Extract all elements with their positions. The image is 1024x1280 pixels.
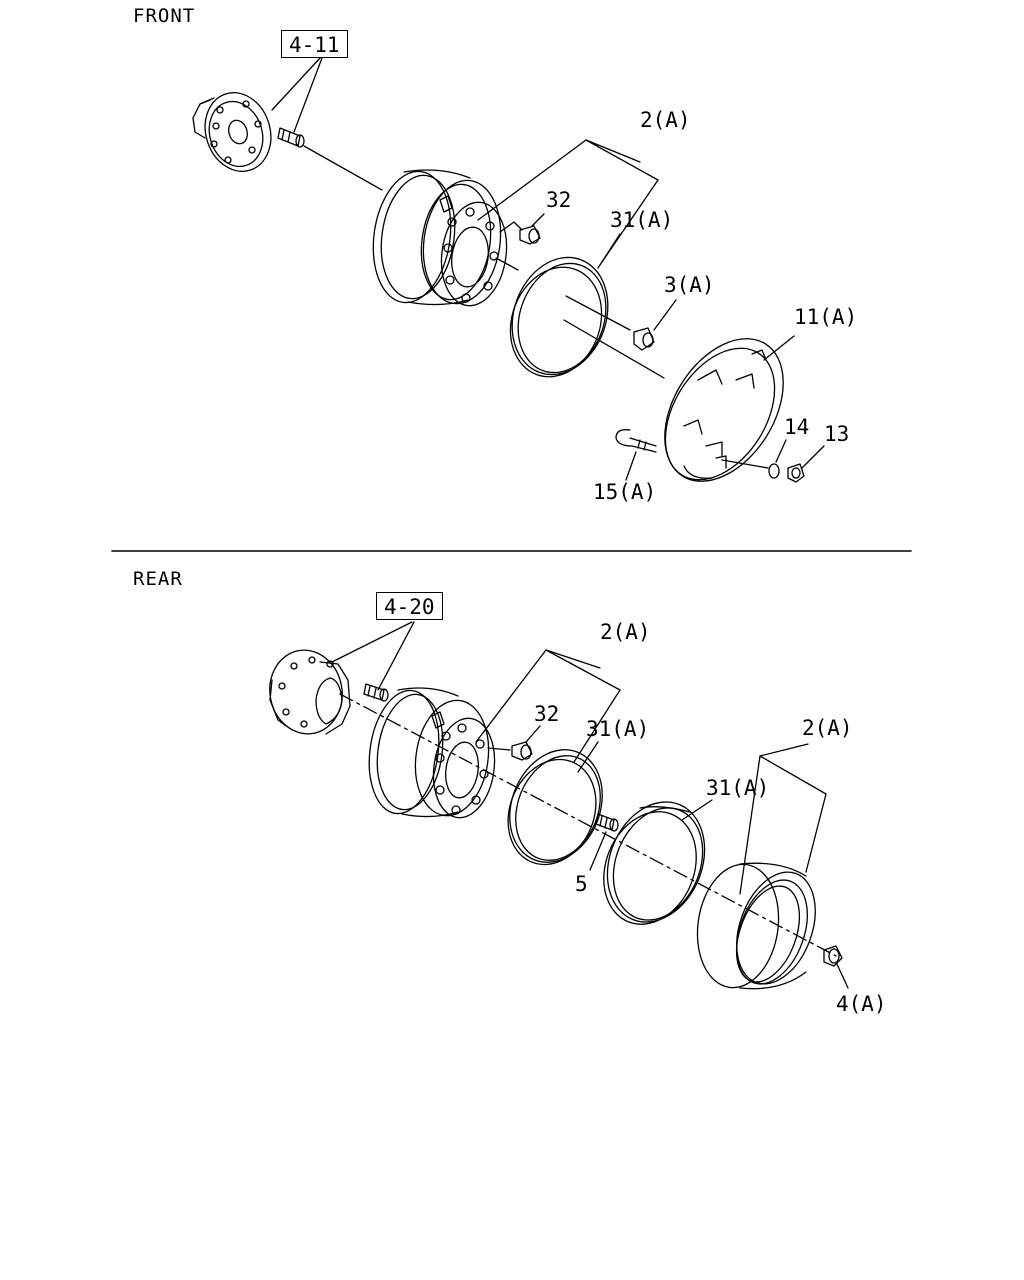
front-callout-13[interactable]: 13 [824,422,850,446]
front-callout-11a[interactable]: 11(A) [794,305,858,329]
rear-stud-5 [596,814,618,831]
rear-nut-4 [824,946,842,966]
front-centerline-a [304,146,382,190]
rear-ref-leaders [332,622,414,690]
rear-callout-inner-31a[interactable]: 31(A) [586,717,650,741]
rear-callout-5[interactable]: 5 [575,872,588,896]
rear-callout-outer-31a[interactable]: 31(A) [706,776,770,800]
front-leaders [478,140,824,480]
rear-callout-4a[interactable]: 4(A) [836,992,887,1016]
front-wheel-cover-11 [640,317,807,502]
front-nut-13 [788,464,804,482]
rear-inner-disc-wheel [362,686,510,822]
front-callout-2a[interactable]: 2(A) [640,108,691,132]
front-callout-14[interactable]: 14 [784,415,810,439]
front-washer-14 [722,460,779,478]
front-nut-32 [500,222,540,244]
front-disc-wheel [365,166,518,310]
rear-centerline [340,694,836,956]
front-ring-31 [496,244,624,390]
rear-callout-outer-2a[interactable]: 2(A) [802,716,853,740]
rear-hub [263,644,350,739]
front-callout-31a[interactable]: 31(A) [610,208,674,232]
front-bolt-15 [616,430,656,452]
rear-nut-32 [512,742,532,760]
rear-hub-stud [364,684,388,701]
rear-outer-disc-wheel [690,859,830,995]
front-ref-leaders [272,58,322,132]
front-reference-box[interactable]: 4-11 [281,30,348,58]
front-callout-3a[interactable]: 3(A) [664,273,715,297]
front-nut-3 [634,328,654,350]
front-hub-stud [278,128,304,147]
rear-inner-ring-31 [493,736,619,878]
front-centerline-b [564,296,664,378]
rear-leaders [476,650,848,988]
rear-outer-ring-31 [587,787,721,938]
rear-section-title: REAR [133,568,183,590]
front-section-title: FRONT [133,5,196,27]
rear-reference-box[interactable]: 4-20 [376,592,443,620]
rear-callout-32[interactable]: 32 [534,702,560,726]
front-callout-15a[interactable]: 15(A) [593,480,657,504]
rear-callout-inner-2a[interactable]: 2(A) [600,620,651,644]
front-hub [193,84,281,180]
front-callout-32[interactable]: 32 [546,188,572,212]
